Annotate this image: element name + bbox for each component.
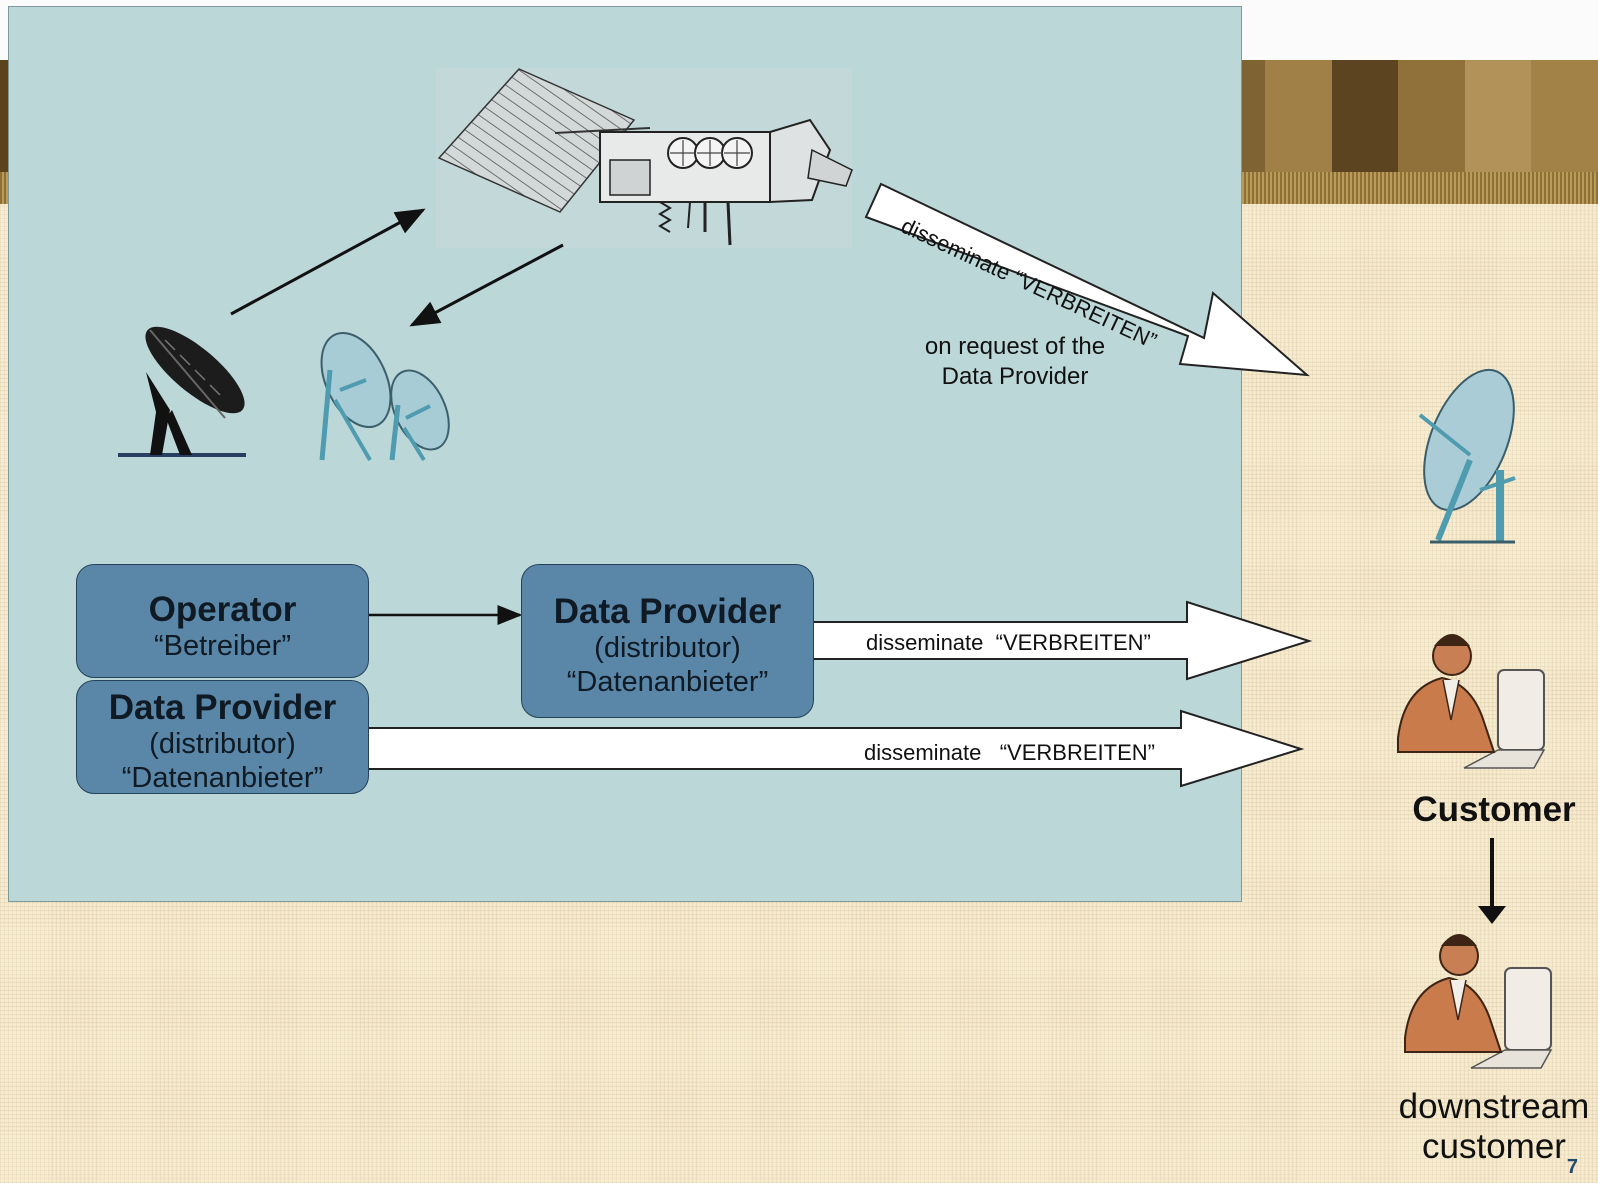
request-note-line1: on request of the: [924, 333, 1106, 360]
request-note-line2: Data Provider: [941, 363, 1089, 390]
receiver-antenna-icon: [1418, 368, 1516, 544]
downlink-arrow: [409, 243, 564, 327]
downstream-line2: customer: [1422, 1127, 1566, 1166]
operator-box: Operator “Betreiber”: [76, 564, 369, 678]
satellite-icon: [436, 68, 853, 248]
provider-bottom-title: Data Provider: [108, 688, 337, 727]
uplink-arrow: [230, 208, 426, 316]
ground-antenna-icon: [118, 326, 246, 457]
provider-top-title: Data Provider: [553, 592, 782, 631]
data-provider-box-top: Data Provider (distributor) “Datenanbiet…: [521, 564, 814, 718]
provider-top-german: “Datenanbieter”: [566, 666, 769, 698]
page-number: 7: [1566, 1156, 1578, 1178]
customer-to-downstream-arrow: [1478, 906, 1506, 924]
satellite-disseminate-arrow: [864, 182, 1310, 377]
downstream-customer-label: downstream customer: [1380, 1087, 1598, 1167]
ground-antenna-pair-icon: [319, 331, 450, 462]
customer-person-icon: [1397, 634, 1546, 769]
data-provider-box-bottom: Data Provider (distributor) “Datenanbiet…: [76, 680, 369, 794]
provider-bottom-german: “Datenanbieter”: [121, 762, 324, 794]
provider-top-disseminate-arrow: [812, 600, 1313, 681]
provider-bottom-disseminate-arrow: [367, 709, 1305, 788]
provider-top-arrow-label: disseminate “VERBREITEN”: [866, 630, 1151, 655]
request-note: on request of the Data Provider: [890, 332, 1140, 392]
provider-top-role: (distributor): [594, 632, 741, 664]
downstream-person-icon: [1404, 934, 1553, 1069]
downstream-line1: downstream: [1398, 1087, 1590, 1126]
provider-bottom-arrow-label: disseminate “VERBREITEN”: [864, 740, 1155, 765]
operator-title: Operator: [148, 590, 297, 629]
customer-label: Customer: [1412, 790, 1576, 829]
provider-bottom-role: (distributor): [149, 728, 296, 760]
operator-subtitle: “Betreiber”: [154, 630, 291, 662]
